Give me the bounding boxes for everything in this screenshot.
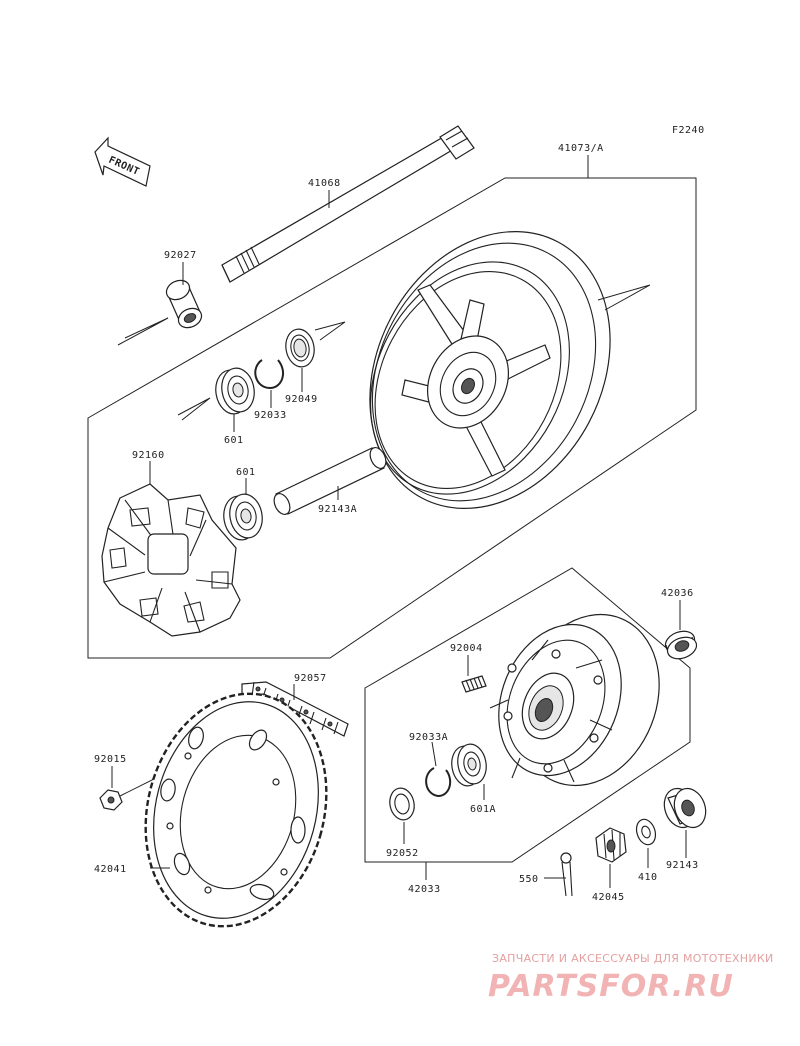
label-41068: 41068 — [308, 178, 341, 189]
bearing-601a — [451, 743, 487, 787]
wheel-rim-41073 — [369, 230, 611, 510]
label-601a: 601A — [470, 804, 496, 815]
washer-410 — [635, 818, 657, 846]
watermark-subtitle: ЗАПЧАСТИ И АКСЕССУАРЫ ДЛЯ МОТОТЕХНИКИ — [492, 952, 774, 965]
spacer-92143 — [663, 787, 707, 829]
label-92015: 92015 — [94, 754, 127, 765]
nut-92015 — [99, 789, 123, 811]
sprocket-42041 — [144, 692, 328, 928]
bearing-601-lower — [223, 493, 263, 541]
bearing-601-upper — [215, 367, 255, 415]
collar-42036 — [664, 630, 698, 660]
spacer-92143a — [273, 447, 387, 515]
front-arrow-icon: FRONT — [94, 136, 151, 187]
oil-seal-92052 — [389, 787, 415, 821]
label-92052: 92052 — [386, 848, 419, 859]
label-42033: 42033 — [408, 884, 441, 895]
label-601-upper: 601 — [224, 435, 244, 446]
label-92004: 92004 — [450, 643, 483, 654]
collar-92027 — [165, 279, 203, 329]
label-42036: 42036 — [661, 588, 694, 599]
label-92027: 92027 — [164, 250, 197, 261]
hub-coupling-42033 — [489, 613, 660, 787]
label-42045: 42045 — [592, 892, 625, 903]
label-92033a: 92033A — [409, 732, 448, 743]
watermark-brand: PARTSFOR.RU — [488, 969, 734, 1004]
stud-92004 — [461, 675, 487, 693]
label-92143a: 92143A — [318, 504, 357, 515]
diagram-code: F2240 — [672, 125, 705, 136]
circlip-92033 — [254, 359, 285, 390]
upper-assembly-frame — [87, 177, 697, 659]
label-92033: 92033 — [254, 410, 287, 421]
label-92049: 92049 — [285, 394, 318, 405]
circlip-92033a — [425, 767, 452, 798]
oil-seal-92049 — [285, 328, 315, 368]
hub-assembly-frame — [364, 567, 691, 863]
label-410: 410 — [638, 872, 658, 883]
damper-92160 — [101, 483, 241, 637]
label-550: 550 — [519, 874, 539, 885]
axle-41068 — [221, 125, 475, 283]
label-42041: 42041 — [94, 864, 127, 875]
castle-nut-42045 — [595, 827, 627, 863]
label-41073: 41073/A — [558, 143, 604, 154]
label-92160: 92160 — [132, 450, 165, 461]
label-92143: 92143 — [666, 860, 699, 871]
label-601-lower: 601 — [236, 467, 256, 478]
label-92057: 92057 — [294, 673, 327, 684]
cotter-pin-550 — [560, 852, 573, 897]
